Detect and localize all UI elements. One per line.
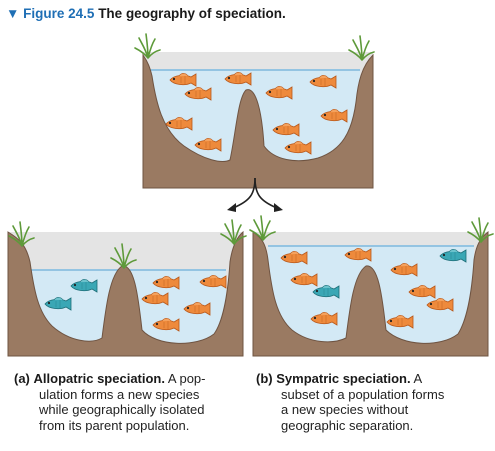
- panel-a-allopatric: [7, 219, 247, 357]
- panel-a-caption: (a) Allopatric speciation. A pop- ulatio…: [14, 371, 246, 433]
- panel-b-text: a new species without: [281, 402, 409, 417]
- panel-a-text: A pop-: [167, 371, 206, 386]
- panel-a-earth: [7, 230, 244, 357]
- panel-a-text: ulation forms a new species: [39, 386, 200, 402]
- panel-b-earth: [252, 230, 489, 357]
- panel-b-text: A: [413, 371, 423, 386]
- panel-b-caption-line: (b) Sympatric speciation. A: [256, 371, 488, 387]
- panel-a-caption-line: (a) Allopatric speciation. A pop-: [14, 371, 246, 387]
- panel-b-text: subset of a population forms: [281, 386, 445, 402]
- panel-b-heading: Sympatric speciation.: [276, 371, 411, 386]
- panel-a-letter: (a): [14, 371, 30, 386]
- panel-a-text: from its parent population.: [39, 417, 190, 433]
- panel-a-text: while geographically isolated: [39, 402, 205, 417]
- panel-b-letter: (b): [256, 371, 273, 386]
- panel-b-caption: (b) Sympatric speciation. A subset of a …: [256, 371, 488, 433]
- panel-b-sympatric: [249, 215, 494, 357]
- curved-split-arrow-icon: [227, 177, 283, 212]
- panel-b-text: geographic separation.: [281, 417, 414, 433]
- figure-label: Figure 24.5: [23, 6, 95, 21]
- figure-title: ▼ Figure 24.5 The geography of speciatio…: [6, 6, 286, 21]
- figure-title-text: The geography of speciation.: [98, 6, 286, 21]
- top-panel: [134, 33, 375, 189]
- triangle-down-icon: ▼: [6, 6, 20, 21]
- top-earth: [142, 53, 374, 189]
- panel-a-heading: Allopatric speciation.: [33, 371, 165, 386]
